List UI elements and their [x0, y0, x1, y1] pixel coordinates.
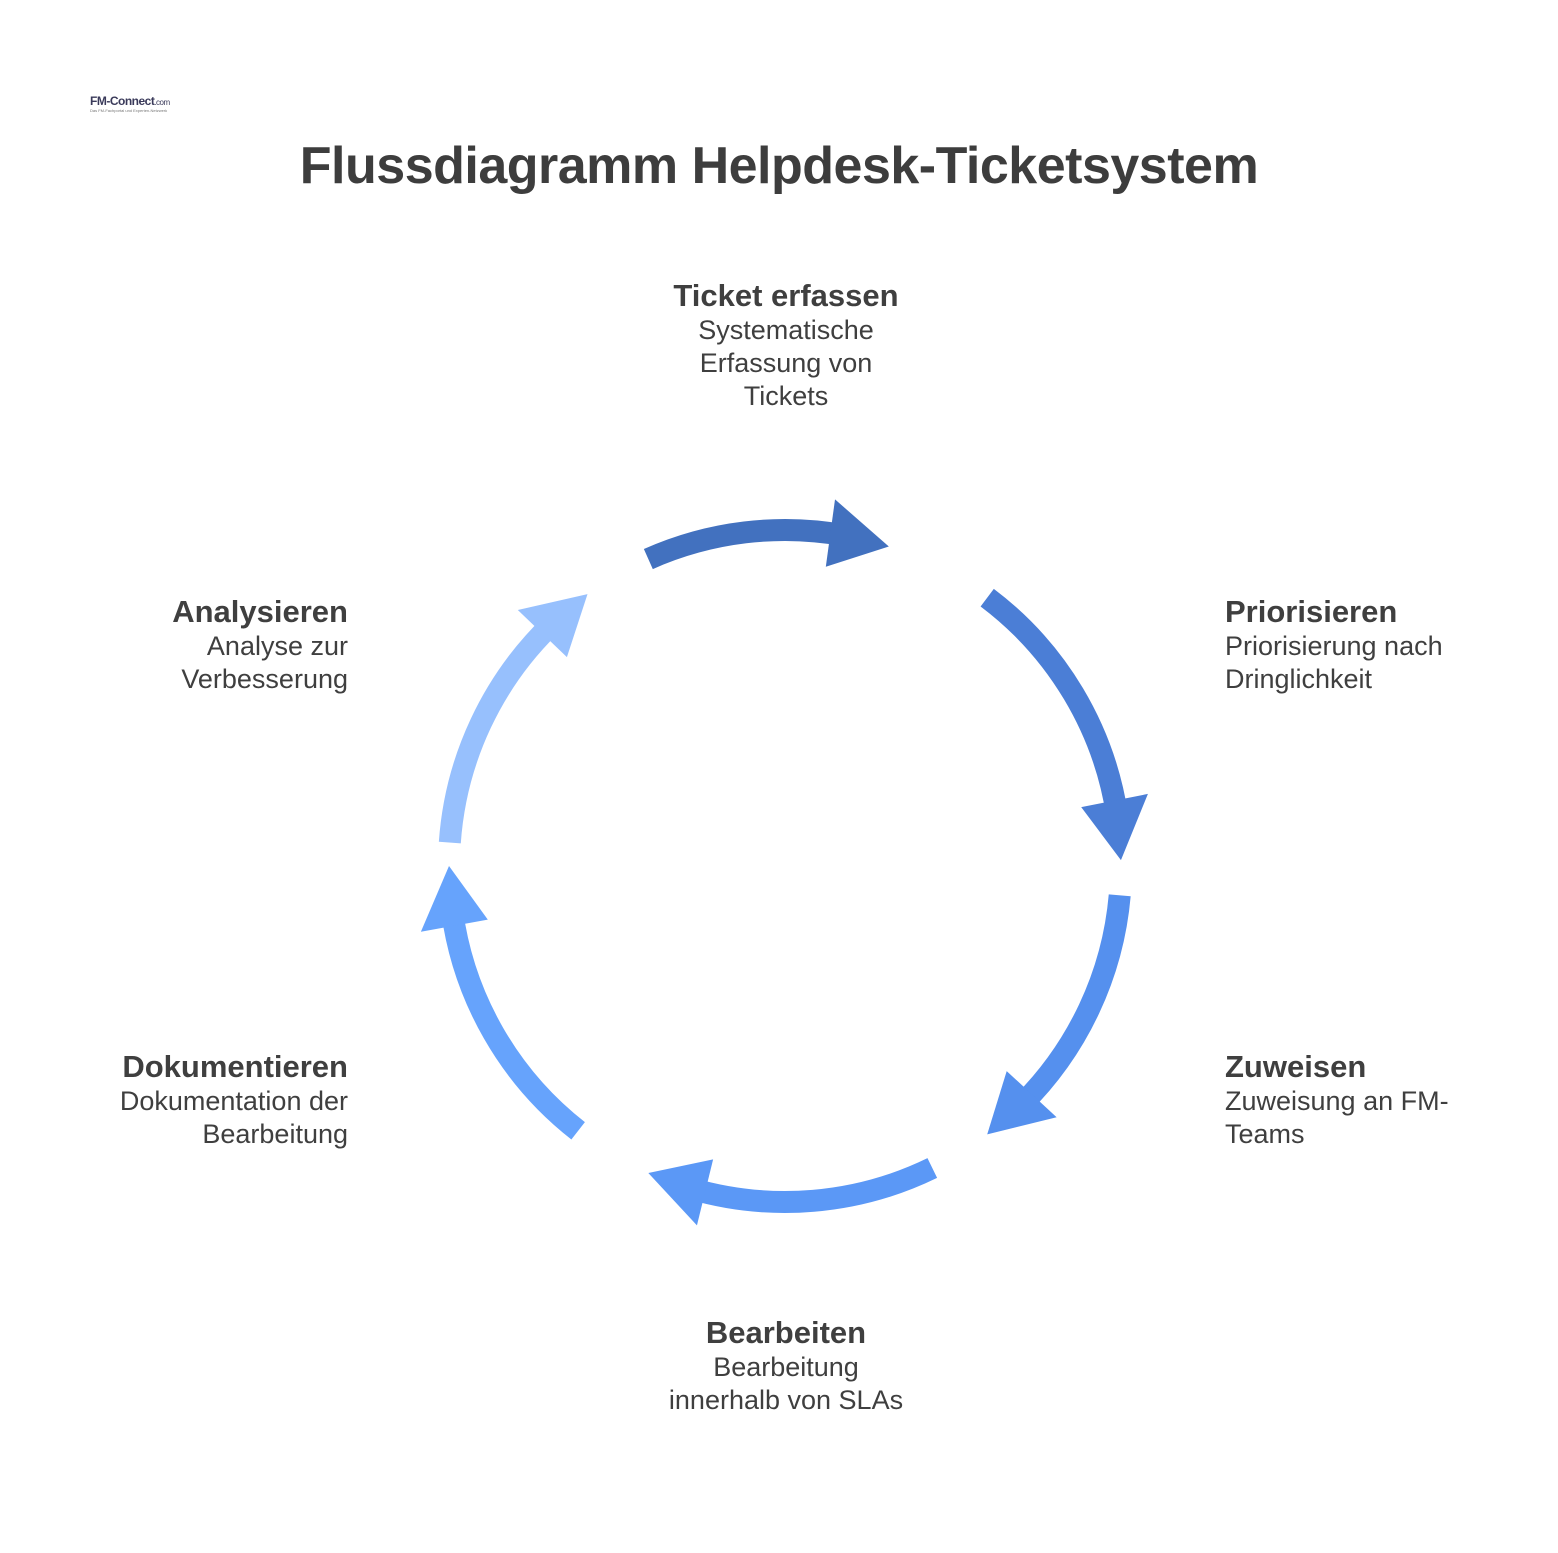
arrow-head: [1081, 793, 1148, 861]
step-desc-line: Priorisierung nach: [1225, 631, 1443, 661]
arrow-assign: [987, 894, 1131, 1135]
arrow-process: [648, 1158, 938, 1226]
step-desc-line: Dokumentation der: [119, 1086, 348, 1116]
arrow-head: [987, 1071, 1057, 1135]
arrow-shaft: [687, 1158, 938, 1213]
arrow-analyze: [438, 594, 588, 844]
step-title: Bearbeiten: [705, 1315, 867, 1350]
step-desc-line: innerhalb von SLAs: [668, 1385, 904, 1415]
step-process: Bearbeiten Bearbeitung innerhalb von SLA…: [636, 1315, 936, 1417]
step-title: Dokumentieren: [122, 1049, 348, 1084]
step-document: Dokumentieren Dokumentation der Bearbeit…: [48, 1049, 348, 1151]
arrow-shaft: [980, 588, 1129, 817]
step-title: Ticket erfassen: [673, 278, 899, 313]
step-assign: Zuweisen Zuweisung an FM- Teams: [1225, 1049, 1525, 1151]
step-desc-line: Zuweisung an FM-: [1225, 1086, 1449, 1116]
step-desc-line: Systematische: [698, 315, 874, 345]
step-desc-line: Teams: [1225, 1119, 1305, 1149]
logo-text: FM-Connect.com: [90, 94, 170, 108]
step-title: Zuweisen: [1225, 1049, 1367, 1084]
step-analyze: Analysieren Analyse zur Verbesserung: [48, 594, 348, 696]
step-desc-line: Bearbeitung: [713, 1352, 859, 1382]
arrow-head: [825, 499, 889, 567]
step-desc-line: Erfassung von: [699, 348, 873, 378]
arrow-capture: [643, 499, 889, 570]
brand-logo: FM-Connect.com Das FM-Fachportal und Exp…: [80, 86, 170, 120]
step-prioritize: Priorisieren Priorisierung nach Dringlic…: [1225, 594, 1525, 696]
step-title: Analysieren: [172, 594, 348, 629]
arrow-head: [648, 1159, 714, 1226]
arrow-head: [517, 594, 588, 658]
step-desc-line: Dringlichkeit: [1225, 664, 1373, 694]
arrow-document: [420, 866, 585, 1140]
step-title: Priorisieren: [1225, 594, 1398, 629]
step-capture: Ticket erfassen Systematische Erfassung …: [636, 278, 936, 413]
arrow-shaft: [441, 909, 585, 1140]
arrow-prioritize: [980, 588, 1148, 861]
step-desc-line: Verbesserung: [181, 664, 348, 694]
diagram-title: Flussdiagramm Helpdesk-Ticketsystem: [299, 137, 1259, 195]
arrow-shaft: [643, 519, 848, 570]
logo-tagline: Das FM-Fachportal und Experten-Netzwerk: [90, 108, 168, 113]
arrow-shaft: [438, 615, 561, 844]
arrow-shaft: [1013, 894, 1131, 1113]
step-desc-line: Tickets: [743, 381, 829, 411]
step-desc-line: Analyse zur: [206, 631, 348, 661]
arrow-head: [420, 866, 488, 932]
step-desc-line: Bearbeitung: [202, 1119, 348, 1149]
